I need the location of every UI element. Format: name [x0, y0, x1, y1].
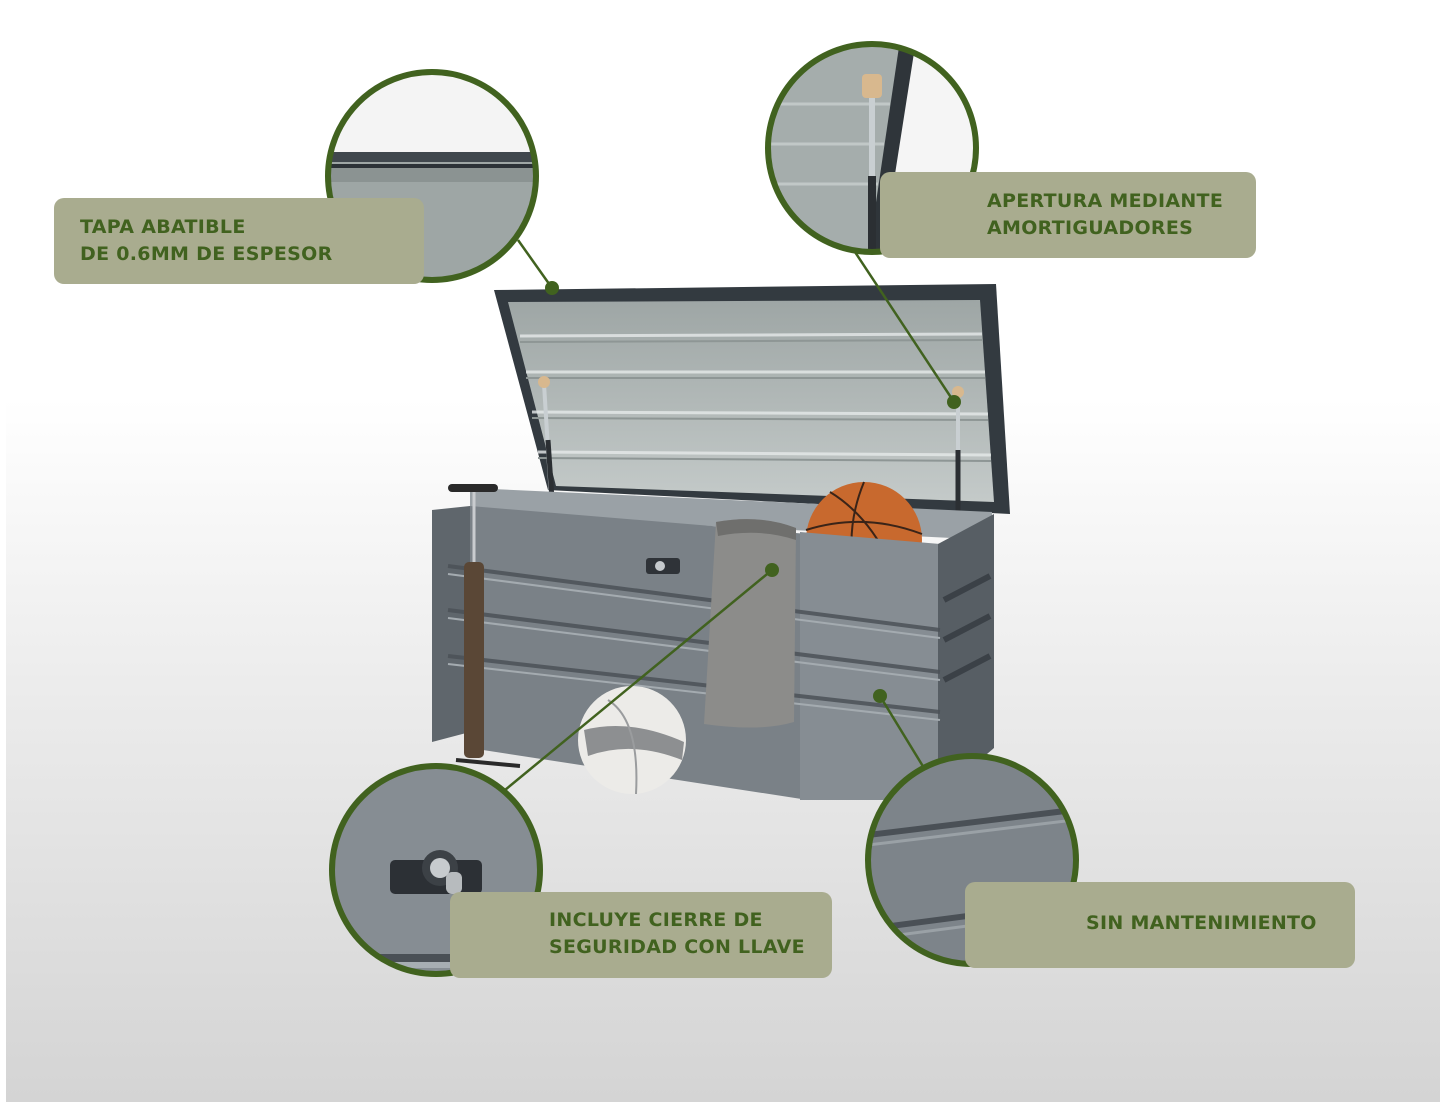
callout-shocks-line1: APERTURA MEDIANTE [987, 190, 1224, 212]
callout-maintenance-line1: SIN MANTENIMIENTO [1086, 912, 1317, 934]
callout-lock-line2: SEGURIDAD CON LLAVE [549, 936, 805, 958]
callout-lid-line1: TAPA ABATIBLE [80, 216, 246, 238]
gas-strut-right [952, 386, 964, 520]
callout-shocks-line2: AMORTIGUADORES [987, 217, 1194, 239]
towel [704, 519, 796, 728]
box-left-side [432, 506, 470, 742]
lock-icon [646, 558, 680, 574]
callout-lock: INCLUYE CIERRE DE SEGURIDAD CON LLAVE [450, 892, 832, 978]
callout-lock-line1: INCLUYE CIERRE DE [549, 909, 763, 931]
callout-maintenance: SIN MANTENIMIENTO [965, 882, 1355, 968]
open-lid [494, 284, 1010, 514]
callout-lid-line2: DE 0.6MM DE ESPESOR [80, 243, 333, 265]
air-pump [448, 484, 521, 768]
callout-lid: TAPA ABATIBLE DE 0.6MM DE ESPESOR [54, 198, 424, 284]
callout-shocks: APERTURA MEDIANTE AMORTIGUADORES [880, 172, 1256, 258]
volleyball [578, 686, 686, 795]
